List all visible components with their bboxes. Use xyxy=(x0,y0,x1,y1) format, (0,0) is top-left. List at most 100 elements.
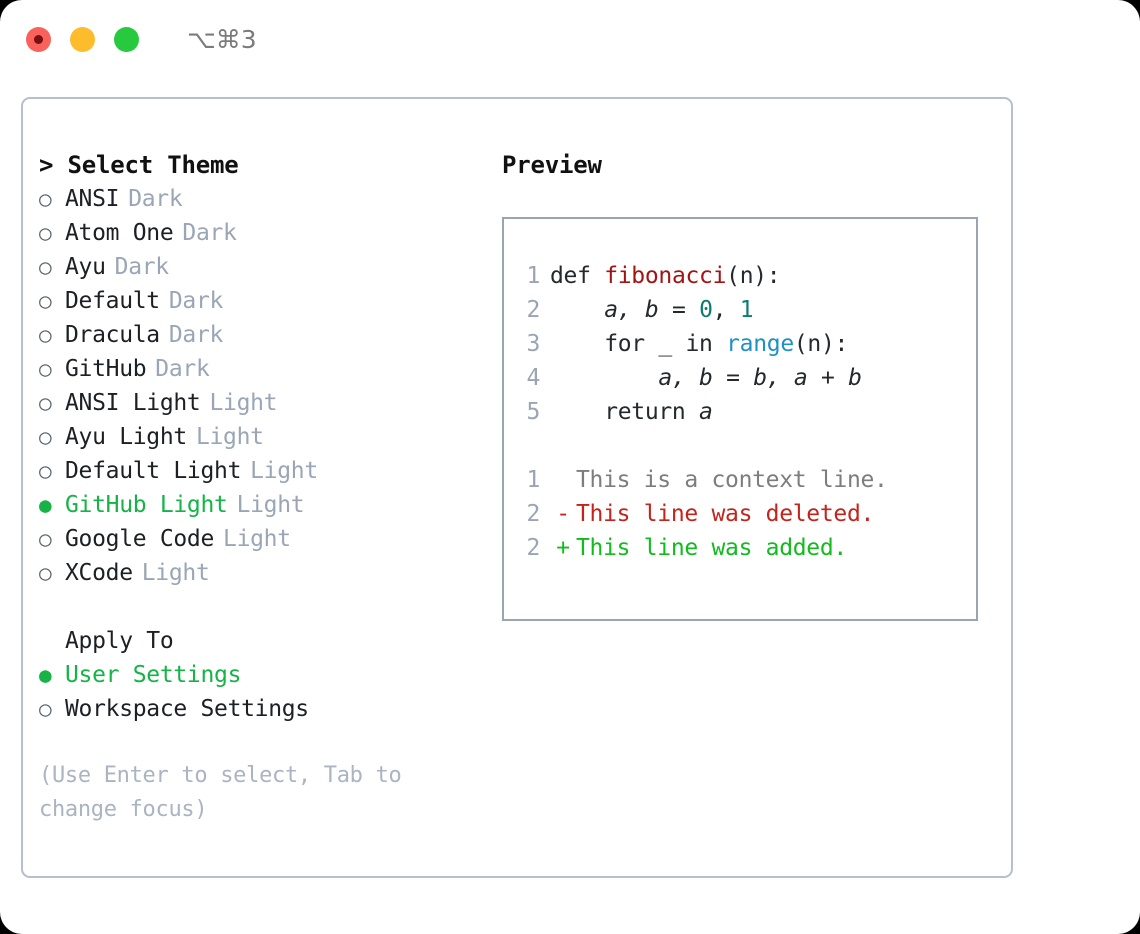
code-token-fn: fibonacci xyxy=(604,263,727,289)
code-line-text: a, b = b, a + b xyxy=(550,361,862,395)
apply-to-option-workspace-settings[interactable]: ○ Workspace Settings xyxy=(39,692,479,726)
code-line: 3 for _ in range(n): xyxy=(504,327,976,361)
code-token-plain: for _ in xyxy=(550,331,727,357)
code-line: 5 return a xyxy=(504,395,976,429)
radio-unselected-icon: ○ xyxy=(39,289,52,313)
radio-unselected-icon: ○ xyxy=(39,323,52,347)
radio-unselected-icon: ○ xyxy=(39,527,52,551)
code-line-text: for _ in range(n): xyxy=(550,327,848,361)
theme-variant-tag: Light xyxy=(141,560,210,586)
theme-option-label: ANSI Light xyxy=(65,390,201,416)
keyboard-shortcut-label: ⌥⌘3 xyxy=(187,24,257,54)
title-bar: ⌥⌘3 xyxy=(0,0,1140,78)
theme-option-label: ANSI xyxy=(65,186,120,212)
section-header-select-theme: > Select Theme xyxy=(39,151,239,179)
theme-option-label: Atom One xyxy=(65,220,174,246)
theme-option-label: GitHub xyxy=(65,356,147,382)
preview-spacer xyxy=(504,429,976,463)
keyboard-hint-text: (Use Enter to select, Tab to change focu… xyxy=(39,763,402,822)
code-token-plain: (n): xyxy=(793,331,849,357)
code-token-plain xyxy=(550,365,658,391)
code-token-var: a, b xyxy=(658,365,713,391)
code-token-var: a xyxy=(699,399,713,425)
theme-option-default[interactable]: ○ Default Dark xyxy=(39,284,479,318)
apply-to-option-user-settings[interactable]: ● User Settings xyxy=(39,658,479,692)
radio-unselected-icon: ○ xyxy=(39,561,52,585)
code-token-plain: = xyxy=(658,297,700,323)
diff-line-text: This line was added. xyxy=(576,535,847,561)
radio-unselected-icon: ○ xyxy=(39,255,52,279)
radio-unselected-icon: ○ xyxy=(39,357,52,381)
radio-selected-icon: ● xyxy=(39,663,52,687)
diff-marker-icon: - xyxy=(556,501,570,527)
diff-marker-icon xyxy=(550,463,576,497)
minimize-button-icon[interactable] xyxy=(70,26,95,52)
theme-variant-tag: Light xyxy=(195,424,264,450)
apply-to-option-label: User Settings xyxy=(65,662,242,688)
code-token-num: 0 xyxy=(699,297,713,323)
theme-variant-tag: Dark xyxy=(114,254,170,280)
theme-variant-tag: Dark xyxy=(155,356,210,382)
radio-unselected-icon: ○ xyxy=(39,697,52,721)
code-line: 2 a, b = 0, 1 xyxy=(504,293,976,327)
code-token-plain: def xyxy=(550,263,605,289)
theme-option-label: XCode xyxy=(65,560,133,586)
code-line: 4 a, b = b, a + b xyxy=(504,361,976,395)
theme-option-xcode[interactable]: ○ XCode Light xyxy=(39,556,479,590)
code-token-var: a, b xyxy=(604,297,659,323)
theme-option-label: Dracula xyxy=(65,322,160,348)
close-button-icon[interactable] xyxy=(26,26,51,52)
window-controls xyxy=(26,26,139,52)
code-token-num: 1 xyxy=(739,297,754,323)
zoom-button-icon[interactable] xyxy=(114,26,139,52)
diff-sample-block: 1 This is a context line. 2-This line was… xyxy=(504,463,976,565)
diff-line-number: 2 xyxy=(526,501,540,527)
code-token-plain xyxy=(550,297,604,323)
radio-unselected-icon: ○ xyxy=(39,391,52,415)
theme-variant-tag: Light xyxy=(236,492,305,518)
theme-variant-tag: Dark xyxy=(182,220,237,246)
apply-to-option-label: Workspace Settings xyxy=(65,696,309,722)
theme-variant-tag: Light xyxy=(223,526,291,552)
radio-unselected-icon: ○ xyxy=(39,459,52,483)
apply-to-section: Apply To ● User Settings ○ Workspace Settin… xyxy=(39,624,479,726)
theme-option-label: Ayu xyxy=(65,254,106,280)
preview-title: Preview xyxy=(502,151,602,179)
theme-variant-tag: Light xyxy=(250,458,318,484)
diff-line-deleted: 2-This line was deleted. xyxy=(504,497,976,531)
code-token-plain: (n): xyxy=(726,263,781,289)
diff-line-text: This line was deleted. xyxy=(576,501,875,527)
code-token-plain: , xyxy=(712,297,740,323)
theme-option-github[interactable]: ○ GitHub Dark xyxy=(39,352,479,386)
theme-variant-tag: Dark xyxy=(168,288,224,314)
theme-option-ayu[interactable]: ○ Ayu Dark xyxy=(39,250,479,284)
diff-line-text: This is a context line. xyxy=(576,467,888,493)
apply-to-list[interactable]: ● User Settings ○ Workspace Settings xyxy=(39,658,479,726)
diff-line-number: 1 xyxy=(526,467,540,493)
diff-line-number: 2 xyxy=(526,535,540,561)
code-token-call: range xyxy=(726,331,794,357)
code-line-number: 3 xyxy=(526,331,540,357)
code-line-number: 4 xyxy=(526,365,540,391)
apply-to-title: Apply To xyxy=(65,628,174,654)
code-token-plain: return xyxy=(550,399,700,425)
code-token-var: b, a + b xyxy=(753,365,862,391)
radio-selected-icon: ● xyxy=(39,493,52,517)
code-line-number: 2 xyxy=(526,297,540,323)
theme-option-label: Default xyxy=(65,288,160,314)
